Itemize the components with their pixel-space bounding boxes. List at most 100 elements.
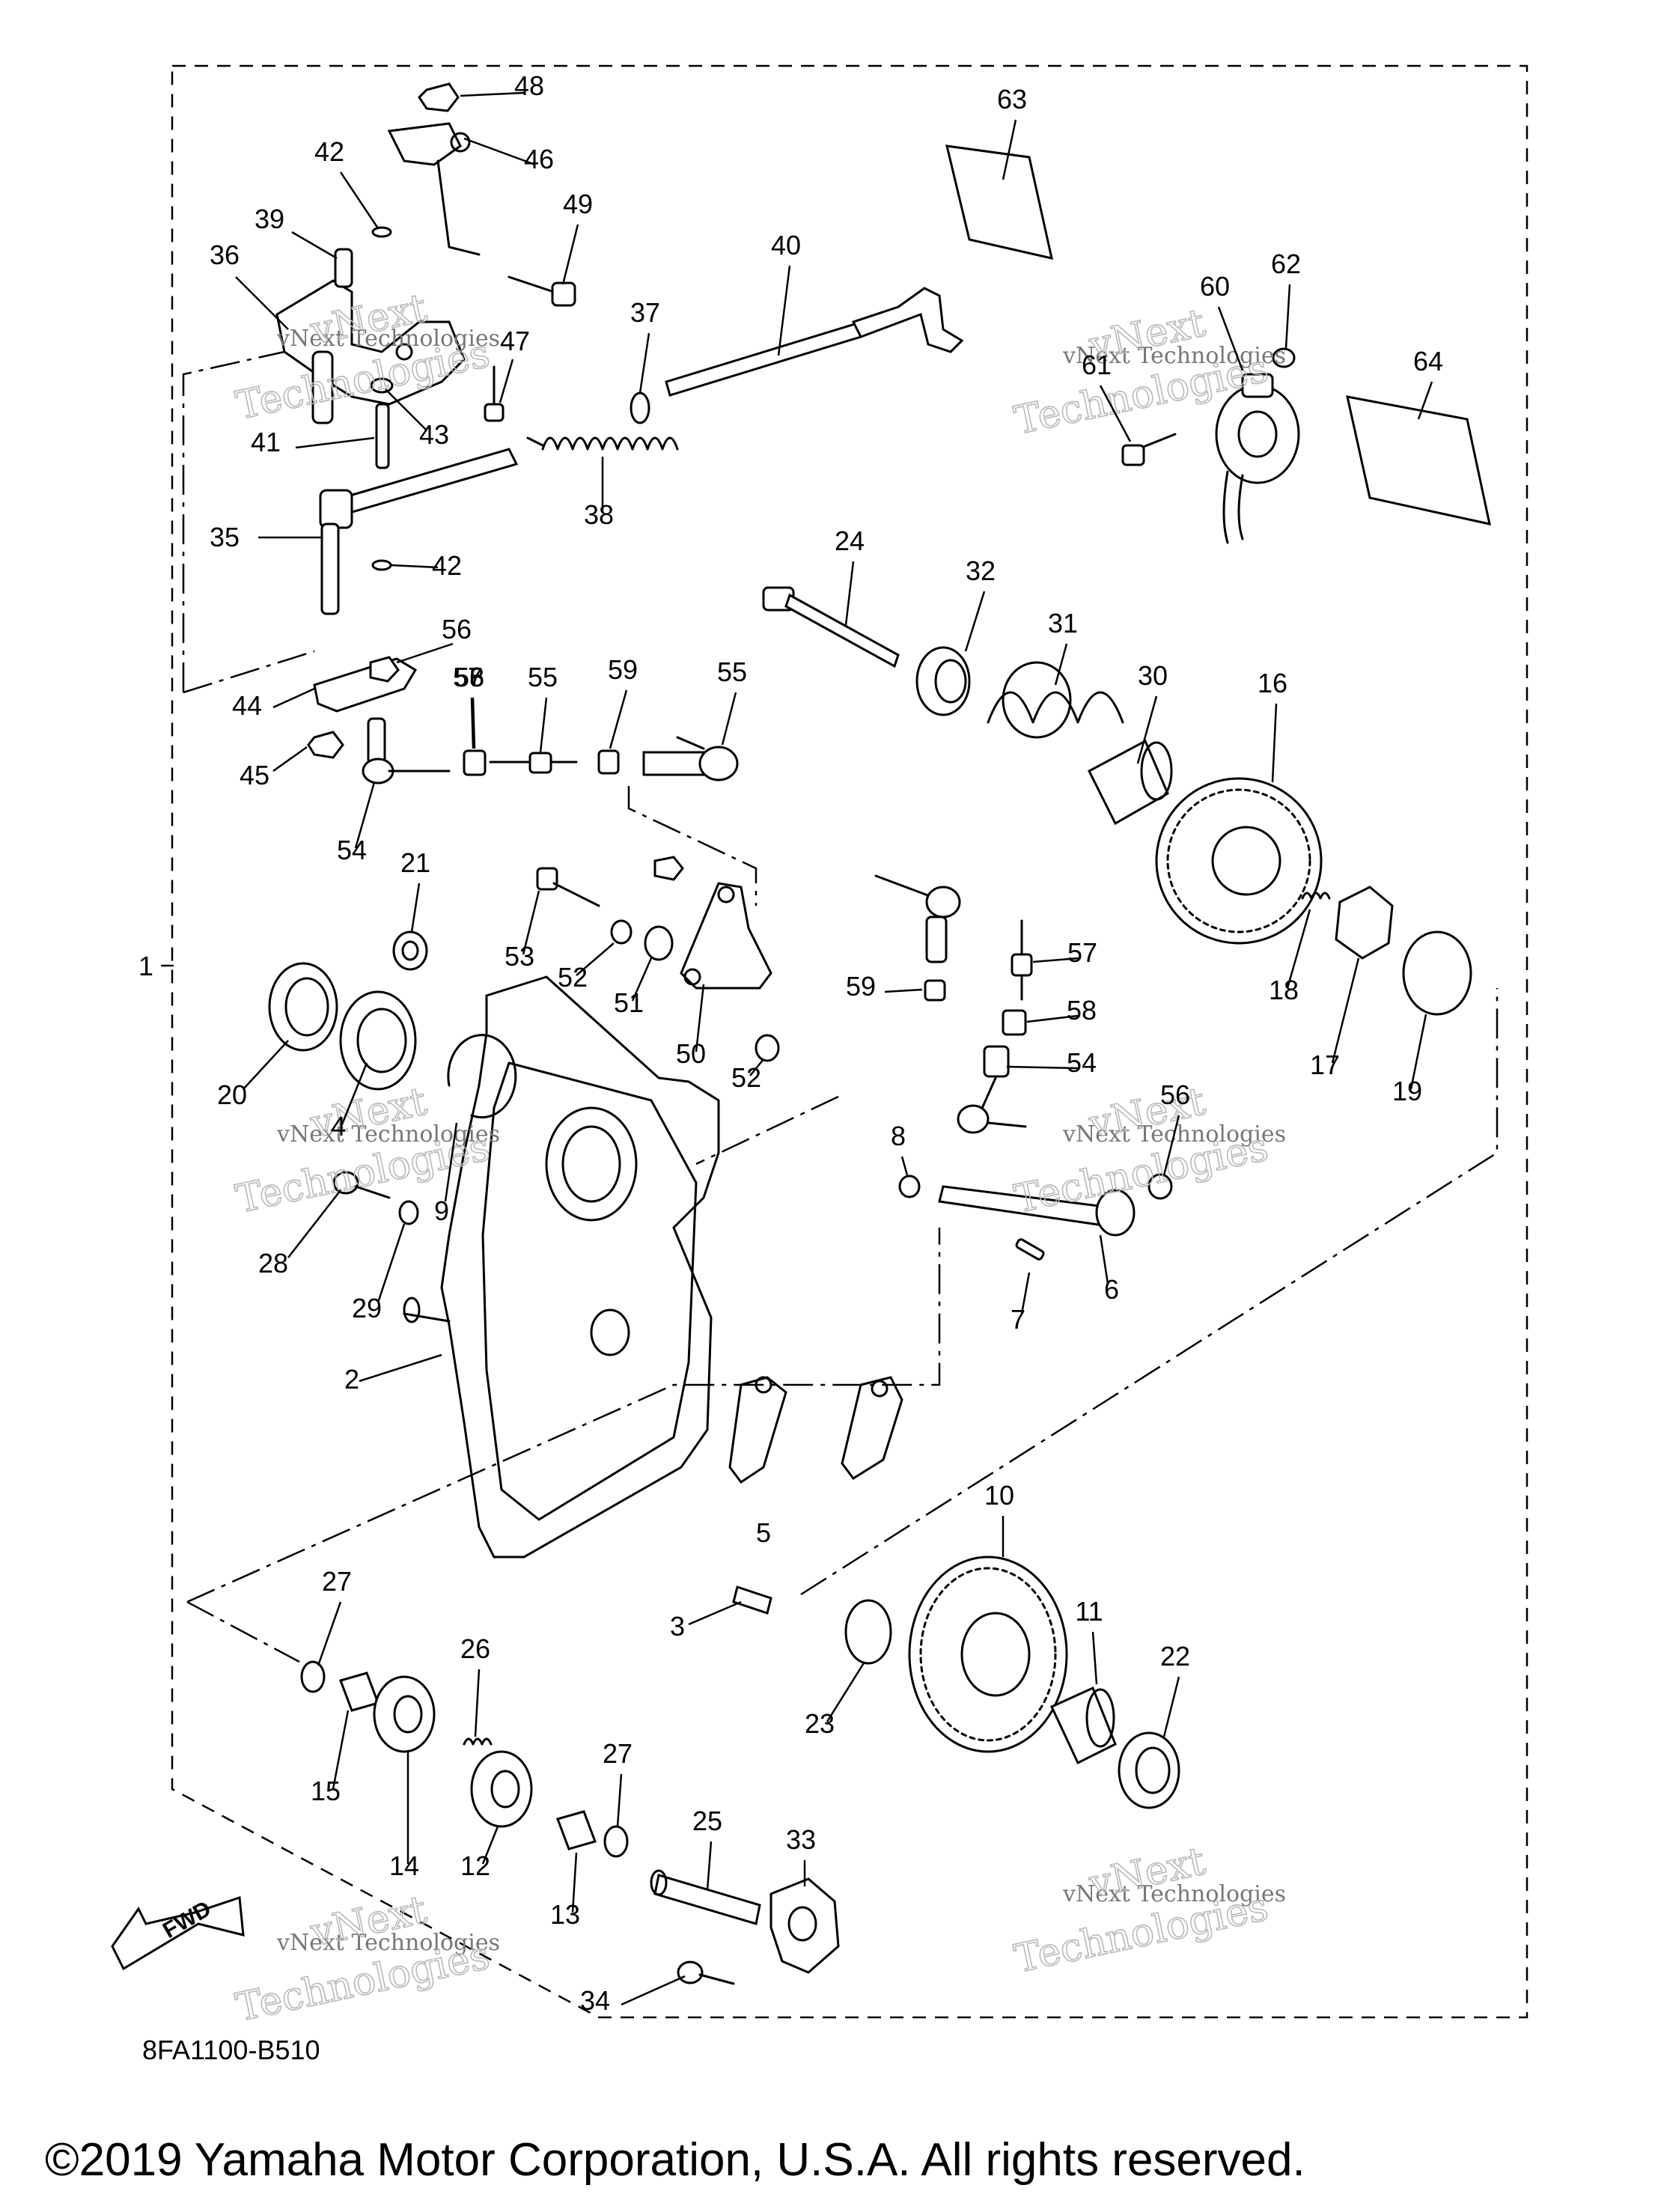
callout-leader-41 — [295, 436, 375, 449]
callout-leader-57 — [470, 697, 475, 749]
svg-text:vNext Technologies: vNext Technologies — [1062, 343, 1286, 369]
callout-57: 57 — [453, 662, 483, 692]
callout-36: 36 — [210, 240, 240, 270]
callout-18: 18 — [1269, 975, 1299, 1005]
pin-7 — [1015, 1238, 1045, 1261]
nut-45 — [307, 731, 344, 759]
callout-60: 60 — [1200, 271, 1230, 302]
gear-14 — [373, 1675, 436, 1753]
callout-leader-29 — [377, 1223, 406, 1303]
callout-27: 27 — [603, 1738, 633, 1769]
callout-leader-22 — [1162, 1676, 1180, 1737]
callout-54: 54 — [337, 835, 367, 865]
svg-text:vNext Technologies: vNext Technologies — [276, 326, 500, 352]
seal-22 — [1118, 1731, 1180, 1809]
callout-31: 31 — [1048, 608, 1078, 639]
callout-34: 34 — [580, 1985, 610, 2016]
callout-leader-64 — [1417, 381, 1433, 420]
callout-50: 50 — [676, 1038, 706, 1069]
callout-leader-31 — [1054, 643, 1068, 686]
callout-leader-30 — [1136, 695, 1158, 764]
callout-64: 64 — [1413, 346, 1443, 377]
callout-leader-56 — [472, 697, 476, 749]
chaincase-2 — [403, 975, 720, 1559]
assembly-boundary — [171, 64, 1528, 2019]
lever-5b — [841, 1376, 903, 1481]
callout-leader-62 — [1284, 284, 1291, 349]
nut-17 — [1335, 886, 1394, 960]
washer-37 — [630, 391, 650, 424]
bearing-20 — [268, 962, 338, 1052]
callout-leader-42 — [339, 171, 380, 229]
callout-leader-26 — [474, 1669, 481, 1737]
turnbuckle-57a — [489, 752, 578, 774]
callout-leader-40 — [777, 265, 791, 356]
callout-leader-34 — [621, 1975, 686, 2006]
callout-leader-3 — [688, 1600, 742, 1626]
callout-48: 48 — [514, 70, 544, 101]
callout-leader-45 — [272, 746, 308, 773]
callout-42: 42 — [314, 136, 344, 167]
copyright-notice: ©2019 Yamaha Motor Corporation, U.S.A. A… — [45, 2134, 1305, 2186]
assembly-chain-2 — [183, 650, 315, 694]
washer-52a — [610, 919, 633, 945]
callout-23: 23 — [805, 1708, 835, 1739]
circlip-19 — [1402, 930, 1472, 1016]
callout-16: 16 — [1258, 668, 1287, 698]
assembly-chain-6 — [800, 988, 1499, 1596]
lever-5a — [728, 1376, 787, 1484]
callout-42: 42 — [432, 550, 462, 581]
pin-41 — [375, 403, 390, 469]
callout-leader-60 — [1217, 306, 1244, 371]
washer-27b — [603, 1825, 629, 1858]
callout-63: 63 — [997, 84, 1027, 115]
lever-46 — [387, 122, 481, 256]
callout-leader-52 — [576, 942, 615, 976]
bolt-34 — [677, 1960, 735, 1985]
callout-leader-49 — [561, 224, 579, 285]
callout-39: 39 — [255, 204, 284, 234]
callout-leader-8 — [900, 1156, 909, 1176]
watermark-1: vNext Technologies vNext Technologies — [231, 285, 500, 430]
callout-59: 59 — [846, 971, 876, 1002]
callout-leader-56 — [396, 642, 454, 664]
callout-33: 33 — [786, 1824, 816, 1855]
callout-leader-18 — [1286, 909, 1311, 989]
callout-41: 41 — [251, 427, 281, 457]
callout-47: 47 — [500, 326, 530, 356]
callout-leader-42 — [390, 564, 439, 569]
callout-52: 52 — [558, 962, 588, 993]
assembly-chain-1 — [182, 350, 285, 692]
callout-13: 13 — [550, 1899, 580, 1930]
watermark-4: vNext Technologies vNext Technologies — [1010, 1079, 1286, 1223]
clip-42a — [371, 226, 392, 238]
callout-59: 59 — [608, 654, 638, 685]
callout-53: 53 — [505, 941, 534, 972]
diagram-code: 8FA1100-B510 — [142, 2035, 320, 2065]
callout-29: 29 — [352, 1293, 382, 1323]
callout-leader-54 — [1006, 1065, 1079, 1070]
callout-leader-63 — [1002, 119, 1017, 180]
washer-29 — [398, 1200, 419, 1225]
nut-62 — [1272, 347, 1296, 368]
rod-end-55a — [642, 736, 739, 781]
bearing-13 — [556, 1810, 597, 1850]
callout-leader-13 — [571, 1852, 578, 1913]
bushing-30 — [1088, 739, 1173, 826]
callout-58: 58 — [454, 662, 484, 692]
rod-end-55b — [874, 874, 961, 963]
callout-55: 55 — [528, 662, 558, 692]
bearing-4 — [339, 990, 417, 1091]
callout-leader-46 — [463, 137, 536, 166]
callout-leader-27 — [317, 1601, 342, 1666]
callout-leader-39 — [291, 231, 338, 260]
callout-leader-55 — [721, 692, 737, 746]
svg-text:vNext Technologies: vNext Technologies — [1062, 1881, 1286, 1907]
callout-leader-23 — [826, 1661, 866, 1722]
callout-leader-43 — [385, 389, 427, 431]
callout-leader-61 — [1099, 385, 1132, 442]
assembly-chain-4 — [186, 1600, 300, 1663]
callout-leader-21 — [410, 883, 421, 933]
callout-27: 27 — [322, 1566, 352, 1597]
callout-3: 3 — [670, 1611, 685, 1642]
